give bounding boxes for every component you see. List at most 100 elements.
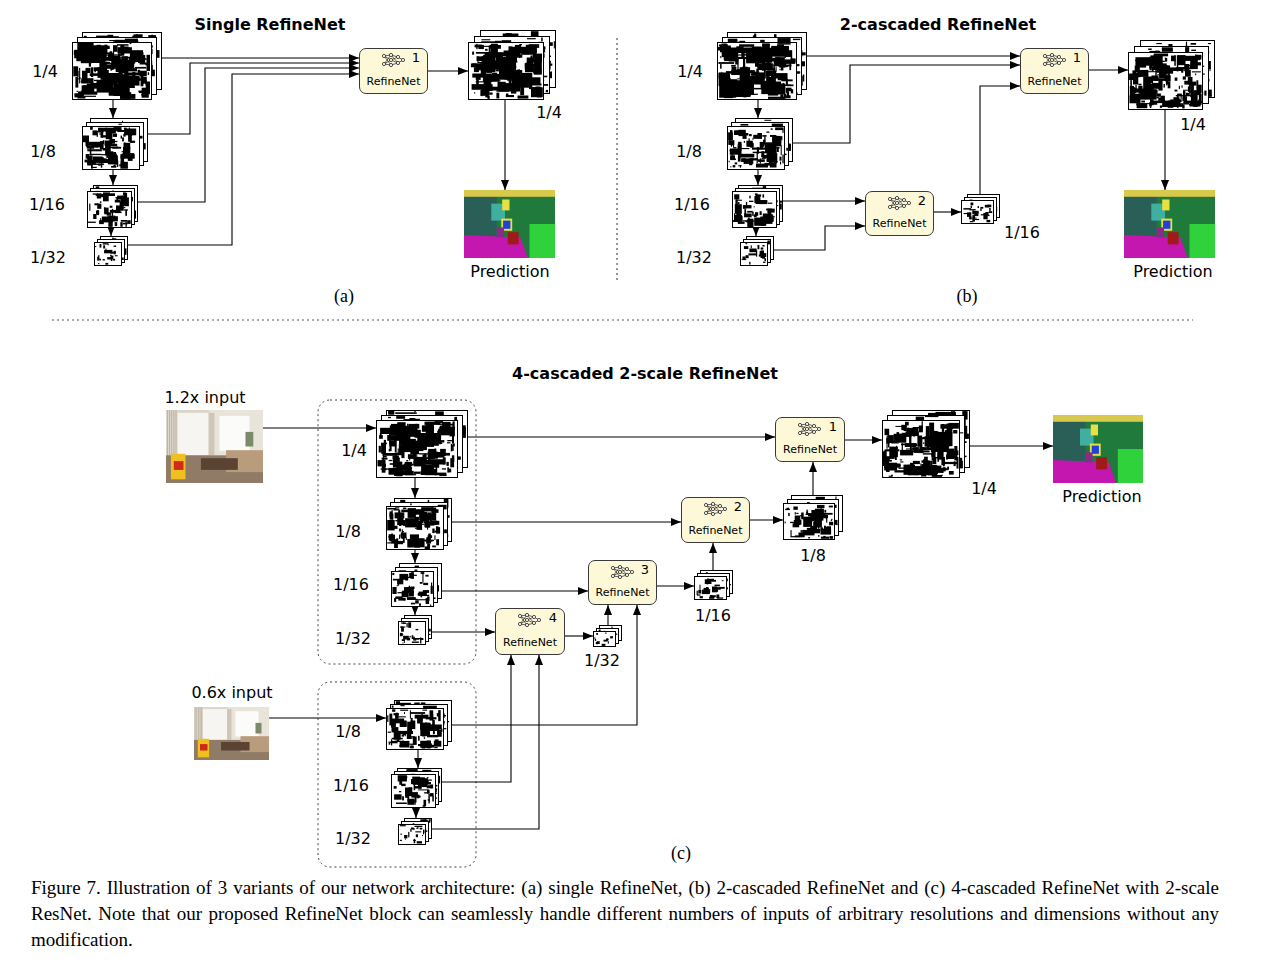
feature-texture [101,145,102,147]
feature-texture [803,75,805,82]
connector-arrow [755,228,756,236]
feature-texture [88,222,96,223]
feature-texture [766,63,772,68]
feature-texture [486,79,488,82]
feature-map-stack [961,194,1000,224]
feature-map-frame [95,243,122,266]
feature-texture [781,67,784,71]
feature-texture [1168,44,1172,46]
feature-texture [738,156,741,162]
feature-texture [734,213,735,215]
feature-texture [762,158,766,159]
feature-texture [801,52,805,55]
feature-texture [760,211,762,215]
connector-arrow [112,170,113,185]
feature-texture [83,136,89,143]
feature-texture [108,155,118,164]
feature-texture [104,218,109,220]
connector-arrow [162,57,359,58]
feature-texture [100,194,104,195]
feature-texture [760,219,761,223]
connector-arrow [845,439,882,440]
feature-texture [518,96,529,99]
feature-texture [771,128,773,130]
feature-texture [729,161,730,162]
connector-arrow [414,550,415,563]
feature-texture [762,245,764,247]
feature-texture [120,72,122,83]
segmentation-map [464,190,555,258]
feature-texture [730,166,731,167]
feature-texture [734,95,751,97]
feature-texture [487,72,492,73]
feature-texture [766,132,769,133]
icon-unit [895,206,898,209]
feature-texture [750,144,753,148]
feature-texture [971,203,974,206]
feature-texture [743,206,746,208]
feature-texture [1209,94,1211,96]
feature-texture [780,157,782,161]
feature-texture [750,143,754,147]
feature-texture [780,136,783,139]
feature-texture [983,213,987,219]
block-name: RefineNet [367,76,421,89]
feature-texture [104,62,110,64]
feature-texture [741,124,749,126]
feature-texture [138,70,140,73]
feature-texture [763,140,765,145]
connector-arrow [452,521,681,522]
feature-texture [477,56,478,62]
feature-texture [775,127,784,130]
block-number: 1 [1073,51,1081,66]
feature-texture [118,50,119,62]
icon-unit [389,58,392,61]
feature-texture [757,133,763,140]
feature-texture [106,90,110,92]
feature-texture [754,218,765,226]
feature-map [962,201,994,224]
feature-texture [793,39,800,40]
feature-texture [780,69,781,70]
feature-texture [98,164,100,166]
feature-texture [130,141,135,143]
feature-map-stack [468,30,556,100]
feature-texture [527,58,534,71]
connector-arrow [774,226,865,250]
feature-texture [787,92,789,98]
feature-texture [747,221,750,223]
connector-arrow [442,590,588,591]
feature-texture [772,76,773,81]
prediction-label: Prediction [470,263,549,281]
feature-texture [746,243,748,244]
refinenet-block: 1RefineNet [1020,48,1089,94]
feature-map-node: 1/16 [961,194,1000,224]
feature-texture [124,61,129,66]
feature-texture [972,210,974,214]
feature-texture [980,207,983,209]
feature-texture [100,62,104,68]
feature-map [728,127,785,170]
feature-texture [754,206,755,207]
connector-arrow [432,631,495,632]
feature-texture [93,193,98,194]
block-number: 1 [412,51,420,66]
feature-map-frame [469,43,544,100]
feature-texture [97,52,100,63]
icon-unit [401,58,404,61]
feature-texture [738,165,742,166]
feature-texture [120,205,124,211]
connector-arrow [757,100,758,118]
feature-texture [111,166,116,168]
feature-map-stack [727,118,793,170]
feature-texture [83,96,96,97]
network-icon [888,196,910,210]
feature-texture [103,140,104,144]
feature-texture [89,204,90,211]
feature-texture [733,220,739,222]
feature-map-frame [728,127,785,170]
feature-texture [786,148,788,151]
feature-texture [1162,47,1173,52]
feature-texture [738,142,741,154]
refinenet-block: 1RefineNet [359,48,428,94]
